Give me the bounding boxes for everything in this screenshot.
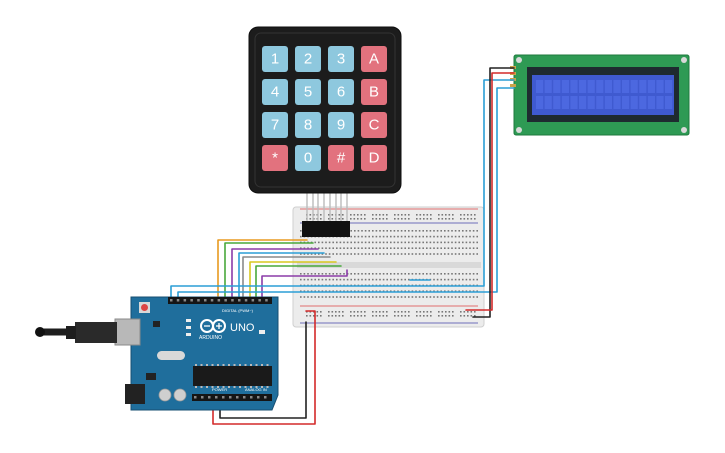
wire-black-lcd [472, 67, 515, 318]
key-label: * [272, 150, 278, 167]
key-a[interactable]: A [361, 46, 387, 72]
key-label: 1 [271, 51, 279, 68]
key-label: 3 [337, 51, 345, 68]
key-label: 9 [337, 117, 345, 134]
key-label: B [369, 84, 379, 101]
key-label: 8 [304, 117, 312, 134]
key-label: 2 [304, 51, 312, 68]
usb-cable [35, 322, 117, 343]
power-jack [125, 384, 145, 404]
wire-red-power [212, 310, 316, 425]
reset-button[interactable] [141, 304, 148, 311]
key-8[interactable]: 8 [295, 112, 321, 138]
wire-blue-lcd-1 [170, 79, 515, 301]
key-label: A [369, 51, 379, 68]
key-2[interactable]: 2 [295, 46, 321, 72]
arduino-uno[interactable]: UNO ARDUINO DIGITAL (PWM~) POWER ANALOG … [114, 296, 279, 411]
key-7[interactable]: 7 [262, 112, 288, 138]
wire-purple2 [261, 269, 348, 301]
keypad-ribbon [306, 191, 348, 223]
key-label: 6 [337, 84, 345, 101]
keypad-key-grid: 1 2 3 A 4 5 6 B 7 8 9 C * 0 # D [262, 46, 387, 171]
key-label: 7 [271, 117, 279, 134]
key-label: 5 [304, 84, 312, 101]
arduino-logo [200, 319, 226, 333]
atmega-chip [193, 366, 272, 386]
usb-port [114, 318, 141, 346]
key-label: # [337, 150, 346, 167]
wire-yellow [249, 261, 337, 301]
key-1[interactable]: 1 [262, 46, 288, 72]
key-label: 0 [304, 150, 312, 167]
power-analog-header-pins [194, 396, 267, 399]
key-b[interactable]: B [361, 79, 387, 105]
wire-blue-lcd-2 [177, 87, 515, 301]
lcd-character-cells [536, 80, 673, 109]
key-star[interactable]: * [262, 145, 288, 171]
key-6[interactable]: 6 [328, 79, 354, 105]
key-0[interactable]: 0 [295, 145, 321, 171]
key-c[interactable]: C [361, 112, 387, 138]
analog-label: ANALOG IN [245, 387, 267, 392]
power-label: POWER [212, 387, 227, 392]
key-label: D [369, 150, 380, 167]
chip-pins [195, 364, 269, 388]
digital-header-pins [170, 299, 268, 302]
key-hash[interactable]: # [328, 145, 354, 171]
wire-green [224, 242, 314, 301]
uno-label: UNO [230, 322, 255, 334]
key-5[interactable]: 5 [295, 79, 321, 105]
digital-label: DIGITAL (PWM~) [222, 308, 254, 313]
arduino-label: ARDUINO [199, 335, 222, 341]
wires [170, 67, 515, 425]
keypad-4x4[interactable]: 1 2 3 A 4 5 6 B 7 8 9 C * 0 # D [248, 26, 402, 237]
wire-orange [217, 239, 308, 301]
key-9[interactable]: 9 [328, 112, 354, 138]
wire-purple [231, 248, 319, 301]
wire-black-power [219, 321, 307, 419]
key-4[interactable]: 4 [262, 79, 288, 105]
lcd-module[interactable] [510, 54, 690, 136]
key-3[interactable]: 3 [328, 46, 354, 72]
key-label: C [369, 117, 380, 134]
wire-red-lcd [465, 72, 515, 311]
wire-green2 [255, 265, 342, 301]
key-d[interactable]: D [361, 145, 387, 171]
key-label: 4 [271, 84, 279, 101]
wire-blue-k [238, 252, 325, 301]
